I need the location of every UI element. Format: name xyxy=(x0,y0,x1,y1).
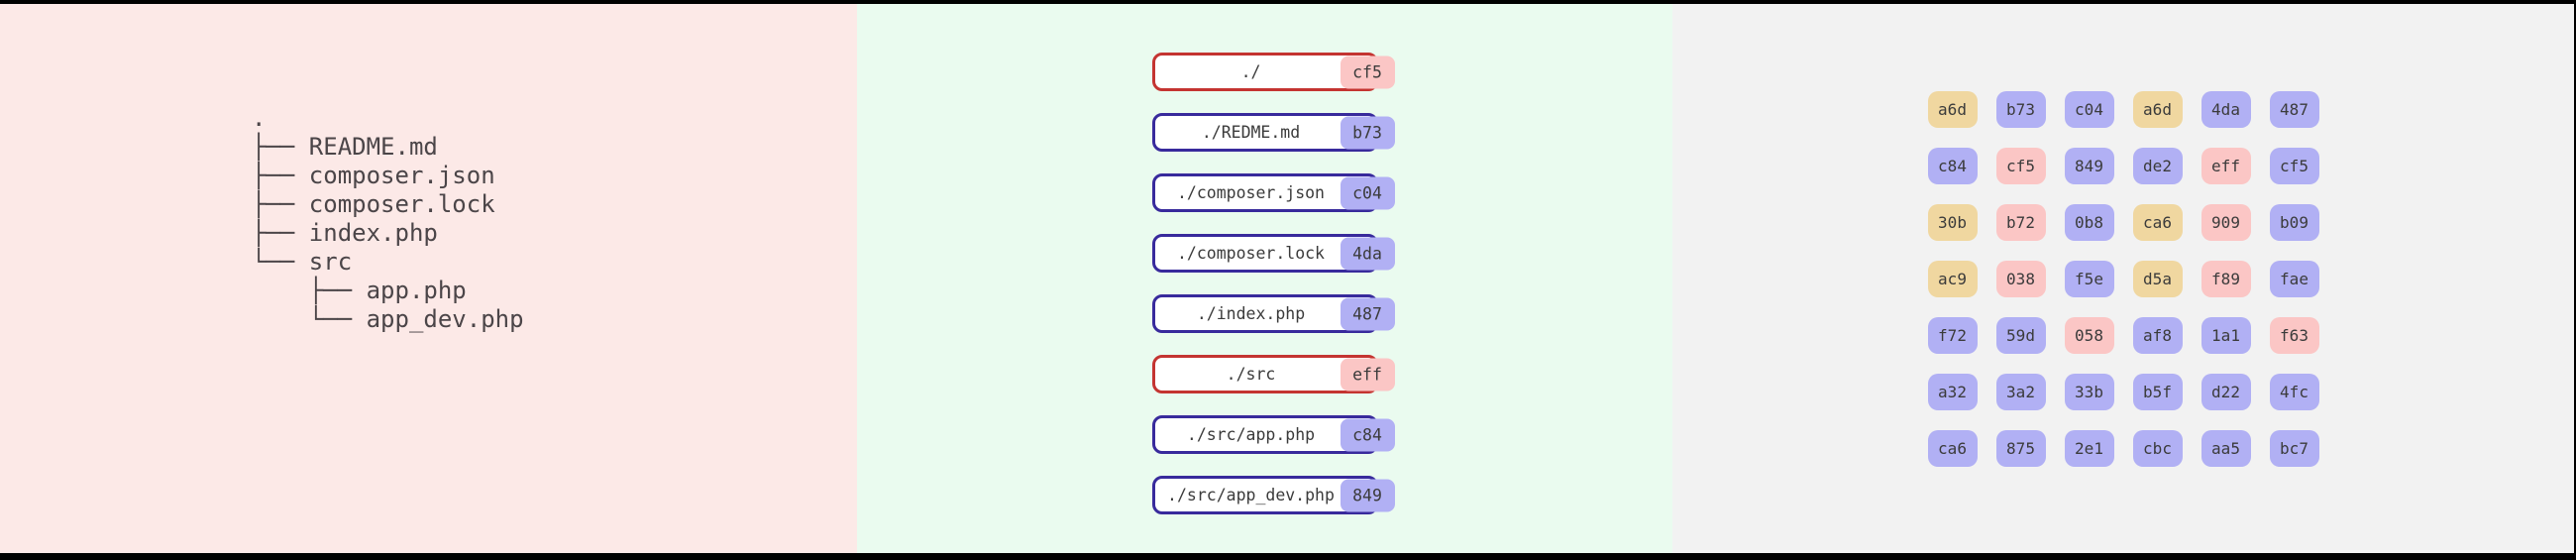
file-path-label: ./REDME.md xyxy=(1201,123,1301,142)
hash-grid-cell: cf5 xyxy=(1995,147,2046,184)
hash-grid-cell: de2 xyxy=(2132,147,2183,184)
bottom-frame-bar xyxy=(0,553,2576,560)
hash-grid-panel: a6d b73 c04 a6d 4da 487 c84 cf5 849 de2 eff cf5 30b b… xyxy=(1672,4,2574,553)
file-path-label: ./index.php xyxy=(1196,304,1306,323)
hash-grid-cell: 4da xyxy=(2200,90,2251,128)
hash-grid-cell: 2e1 xyxy=(2064,429,2114,467)
hash-grid-cell: 875 xyxy=(1995,429,2046,467)
hash-grid-cell: a6d xyxy=(1927,90,1978,128)
hash-grid-cell: 59d xyxy=(1995,316,2046,354)
hash-badge: cf5 xyxy=(1340,56,1395,88)
hash-grid-cell: b73 xyxy=(1995,90,2046,128)
file-path-label: ./src/app.php xyxy=(1186,425,1316,444)
hash-badge: eff xyxy=(1340,358,1395,391)
file-tree-panel: . ├── README.md ├── composer.json ├── co… xyxy=(0,4,857,553)
hash-grid-cell: cbc xyxy=(2132,429,2183,467)
hash-grid-cell: 058 xyxy=(2064,316,2114,354)
hash-grid-cell: a6d xyxy=(2132,90,2183,128)
hash-grid-cell: b09 xyxy=(2269,203,2319,241)
hash-grid-cell: bc7 xyxy=(2269,429,2319,467)
file-path-label: ./src xyxy=(1226,365,1276,384)
hash-list-item: ./composer.json c04 xyxy=(1151,173,1395,212)
hash-grid-cell: 33b xyxy=(2064,373,2114,410)
hash-grid: a6d b73 c04 a6d 4da 487 c84 cf5 849 de2 eff cf5 30b b… xyxy=(1927,90,2319,467)
file-path-label: ./composer.json xyxy=(1176,183,1325,202)
hash-grid-cell: af8 xyxy=(2132,316,2183,354)
hash-grid-cell: b72 xyxy=(1995,203,2046,241)
top-frame-bar xyxy=(0,0,2576,4)
hash-list-item: ./src eff xyxy=(1151,355,1395,393)
hash-grid-cell: 3a2 xyxy=(1995,373,2046,410)
hash-grid-cell: a32 xyxy=(1927,373,1978,410)
hash-grid-cell: eff xyxy=(2200,147,2251,184)
hash-grid-cell: ac9 xyxy=(1927,260,1978,297)
hash-badge: 4da xyxy=(1340,237,1395,270)
hash-grid-cell: 1a1 xyxy=(2200,316,2251,354)
hash-grid-cell: 909 xyxy=(2200,203,2251,241)
panels-row: . ├── README.md ├── composer.json ├── co… xyxy=(0,4,2574,553)
hash-badge: c04 xyxy=(1340,176,1395,209)
hash-grid-cell: 487 xyxy=(2269,90,2319,128)
hash-badge: b73 xyxy=(1340,116,1395,149)
hash-grid-cell: ca6 xyxy=(1927,429,1978,467)
file-path-label: ./composer.lock xyxy=(1176,244,1325,263)
hash-grid-cell: d5a xyxy=(2132,260,2183,297)
file-path-label: ./ xyxy=(1240,62,1261,81)
hash-list-item: ./composer.lock 4da xyxy=(1151,234,1395,273)
hash-grid-cell: fae xyxy=(2269,260,2319,297)
hash-grid-cell: ca6 xyxy=(2132,203,2183,241)
hash-badge: 849 xyxy=(1340,479,1395,511)
hash-grid-cell: 038 xyxy=(1995,260,2046,297)
hash-grid-cell: 849 xyxy=(2064,147,2114,184)
hash-grid-cell: cf5 xyxy=(2269,147,2319,184)
hash-grid-cell: 0b8 xyxy=(2064,203,2114,241)
hash-grid-cell: f72 xyxy=(1927,316,1978,354)
hash-grid-cell: c04 xyxy=(2064,90,2114,128)
hash-list-item: ./REDME.md b73 xyxy=(1151,113,1395,152)
hash-grid-cell: 4fc xyxy=(2269,373,2319,410)
hash-list-item: ./index.php 487 xyxy=(1151,294,1395,333)
file-tree: . ├── README.md ├── composer.json ├── co… xyxy=(252,104,524,333)
hash-grid-cell: b5f xyxy=(2132,373,2183,410)
hash-grid-cell: f89 xyxy=(2200,260,2251,297)
hash-grid-cell: d22 xyxy=(2200,373,2251,410)
hash-list-item: ./ cf5 xyxy=(1151,53,1395,91)
hash-grid-cell: 30b xyxy=(1927,203,1978,241)
hash-badge: c84 xyxy=(1340,418,1395,451)
hash-grid-cell: f63 xyxy=(2269,316,2319,354)
hash-grid-cell: f5e xyxy=(2064,260,2114,297)
hash-badge: 487 xyxy=(1340,297,1395,330)
hash-grid-cell: c84 xyxy=(1927,147,1978,184)
hash-grid-cell: aa5 xyxy=(2200,429,2251,467)
hash-list-item: ./src/app_dev.php 849 xyxy=(1151,476,1395,514)
hash-list-item: ./src/app.php c84 xyxy=(1151,415,1395,454)
file-path-label: ./src/app_dev.php xyxy=(1167,486,1335,504)
